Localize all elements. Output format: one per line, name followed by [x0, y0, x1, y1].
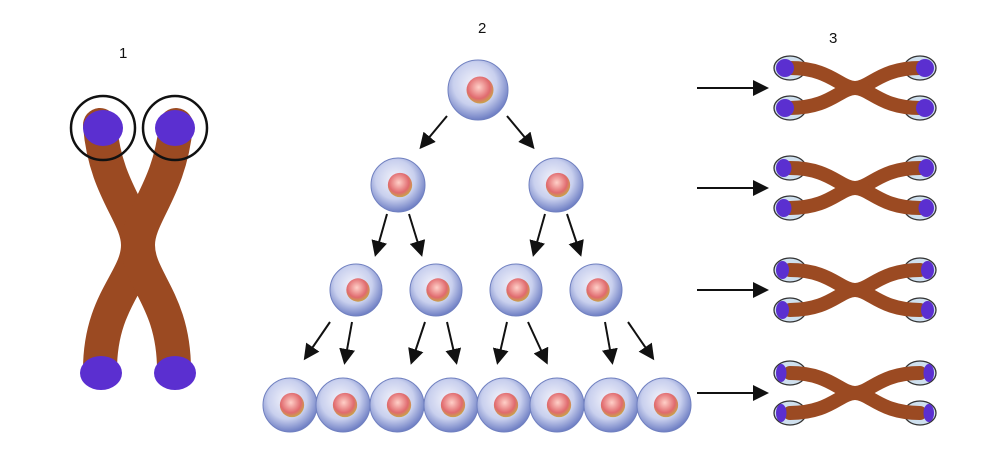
nucleus [653, 392, 679, 418]
telomere-cap [83, 110, 123, 146]
telomere-cap [923, 364, 934, 382]
cell [529, 377, 585, 433]
nucleus [545, 172, 571, 198]
nucleus [386, 392, 412, 418]
telomere-cap [776, 199, 792, 217]
arrow-icon [371, 213, 388, 257]
chromosome-with-telomeres [69, 94, 209, 390]
cell [369, 377, 425, 433]
cell [423, 377, 479, 433]
arrow-icon [408, 321, 426, 365]
telomere-cap [154, 356, 196, 390]
arrow-icon [492, 321, 509, 365]
telomere-cap [918, 199, 934, 217]
telomere-cap [921, 301, 934, 319]
telomere-cap [776, 364, 787, 382]
panel-label-2: 2 [478, 20, 487, 37]
telomere-cap [923, 404, 934, 422]
shortening-chromosome [773, 55, 937, 121]
panel-label-1: 1 [119, 45, 128, 62]
panel-label-3: 3 [829, 30, 838, 47]
telomere-cap [776, 404, 787, 422]
cell [370, 157, 426, 213]
cell [569, 263, 623, 317]
telomere-cap [776, 59, 794, 77]
shortening-chromosome [773, 360, 937, 426]
nucleus [506, 278, 530, 302]
telomere-cap [776, 301, 789, 319]
shortening-chromosome [773, 257, 937, 323]
arrow-icon [339, 321, 355, 365]
arrow-icon [303, 321, 331, 361]
cell [489, 263, 543, 317]
arrow-icon [529, 213, 546, 257]
nucleus [387, 172, 413, 198]
telomere-cap [776, 261, 789, 279]
cell [262, 377, 318, 433]
arrow-icon [419, 115, 448, 150]
telomere-cap [918, 159, 934, 177]
cell [315, 377, 371, 433]
shortening-chromosome [773, 155, 937, 221]
arrow-icon [506, 115, 535, 150]
nucleus [426, 278, 450, 302]
nucleus [493, 392, 519, 418]
nucleus [440, 392, 466, 418]
cell [409, 263, 463, 317]
telomere-cap [921, 261, 934, 279]
arrow-icon [527, 321, 549, 365]
arrow-icon [566, 213, 584, 257]
cell [583, 377, 639, 433]
cell [447, 59, 509, 121]
cell [476, 377, 532, 433]
arrow-icon [408, 213, 426, 257]
cell [329, 263, 383, 317]
telomere-highlight-circle [69, 94, 137, 162]
nucleus [332, 392, 358, 418]
telomere-cap [155, 110, 195, 146]
telomere-cap [80, 356, 122, 390]
nucleus [466, 76, 494, 104]
telomere-highlight-circle [141, 94, 209, 162]
telomere-cap [916, 99, 934, 117]
nucleus [346, 278, 370, 302]
arrow-icon [602, 321, 618, 365]
cell [528, 157, 584, 213]
telomere-cap [776, 159, 792, 177]
cell [636, 377, 692, 433]
arrow-icon [445, 321, 462, 365]
nucleus [279, 392, 305, 418]
nucleus [600, 392, 626, 418]
telomere-cap [916, 59, 934, 77]
arrow-icon [627, 321, 655, 361]
nucleus [546, 392, 572, 418]
nucleus [586, 278, 610, 302]
telomere-cap [776, 99, 794, 117]
